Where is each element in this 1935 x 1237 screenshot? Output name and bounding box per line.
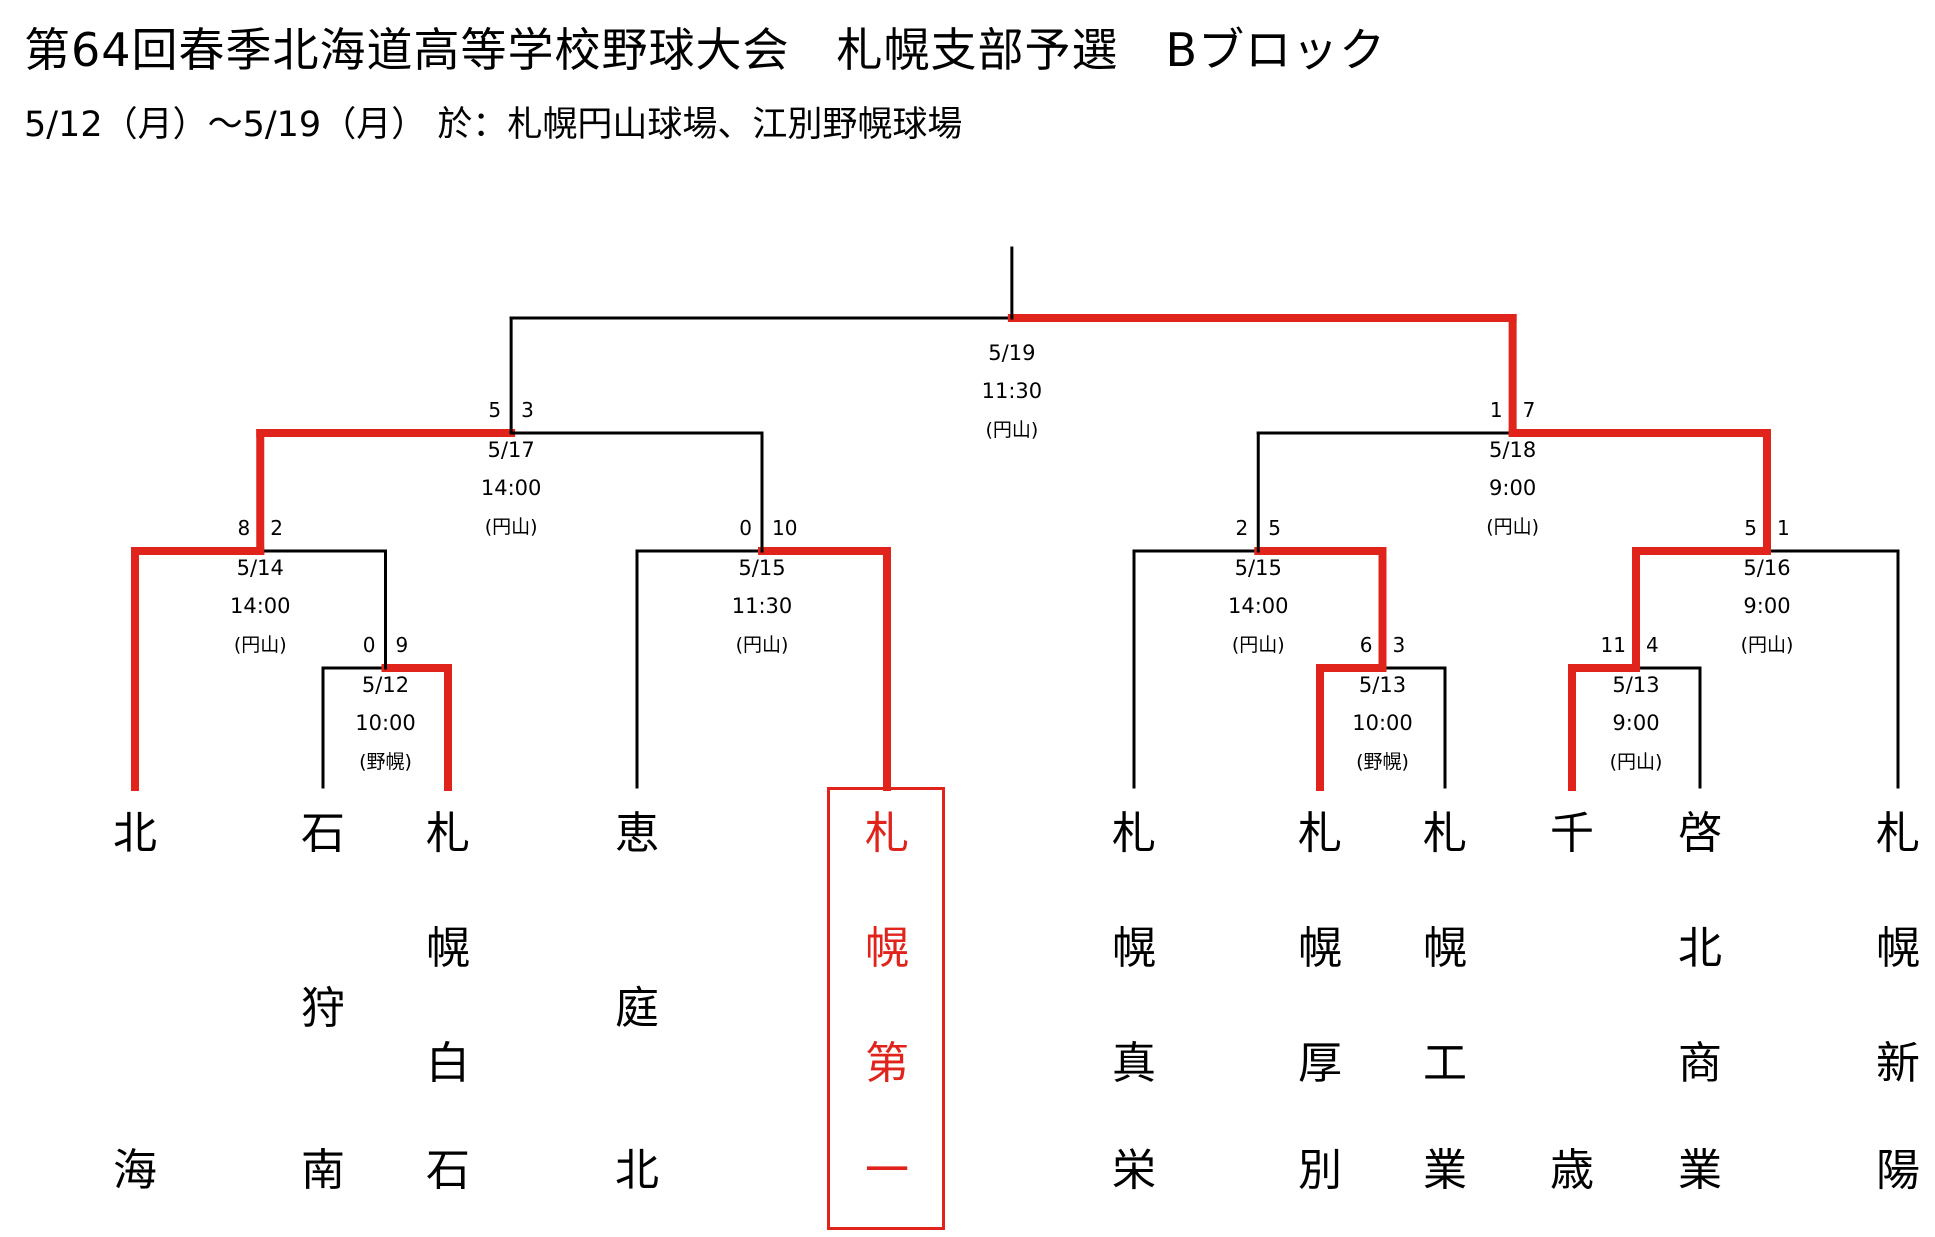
g3-time: 9:00 [1612, 711, 1659, 735]
g9-date: 5/18 [1489, 438, 1536, 462]
team-name-char: 真 [1112, 1038, 1156, 1089]
team-name-char: 庭 [615, 983, 659, 1034]
g3-score-right: 4 [1646, 633, 1659, 657]
g6-date: 5/15 [1235, 556, 1282, 580]
g1-venue: (野幌) [359, 751, 412, 773]
team-name-char: 南 [301, 1145, 345, 1196]
g9-time: 9:00 [1489, 476, 1536, 500]
team-name-char: 新 [1876, 1038, 1920, 1089]
g6-score-right: 5 [1268, 516, 1281, 540]
team-name-char: 石 [301, 808, 345, 859]
team-name-char: 北 [113, 808, 157, 859]
team-name-char: 第 [865, 1038, 909, 1089]
g7-score-right: 1 [1777, 516, 1790, 540]
g8-venue: (円山) [485, 516, 538, 538]
page-title: 第64回春季北海道高等学校野球大会 札幌支部予選 Bブロック [24, 23, 1387, 77]
g8-time: 14:00 [481, 476, 542, 500]
team-name-char: 北 [1678, 923, 1722, 974]
team-name-char: 商 [1678, 1038, 1722, 1089]
team-name-char: 狩 [301, 983, 345, 1034]
team-name-char: 栄 [1112, 1145, 1156, 1196]
g8-date: 5/17 [488, 438, 535, 462]
team-name-char: 一 [865, 1145, 909, 1196]
team-name-char: 海 [113, 1145, 157, 1196]
g2-venue: (野幌) [1356, 751, 1409, 773]
g5-date: 5/15 [738, 556, 785, 580]
g3-venue: (円山) [1610, 751, 1663, 773]
team-name-char: 札 [1298, 808, 1342, 859]
g4-score-right: 2 [270, 516, 283, 540]
team-name-char: 石 [426, 1145, 470, 1196]
g5-venue: (円山) [736, 634, 789, 656]
team-name-char: 札 [865, 808, 909, 859]
team-name-char: 幌 [1112, 923, 1156, 974]
g2-date: 5/13 [1359, 673, 1406, 697]
g6-venue: (円山) [1232, 634, 1285, 656]
g6-time: 14:00 [1228, 594, 1289, 618]
team-name-char: 千 [1550, 808, 1594, 859]
g7-venue: (円山) [1741, 634, 1794, 656]
g4-time: 14:00 [230, 594, 291, 618]
g3-score-left: 11 [1601, 633, 1626, 657]
team-name-char: 札 [426, 808, 470, 859]
g7-date: 5/16 [1743, 556, 1790, 580]
g4-venue: (円山) [234, 634, 287, 656]
g2-score-left: 6 [1360, 633, 1373, 657]
g4-score-left: 8 [238, 516, 251, 540]
g1-time: 10:00 [355, 711, 416, 735]
team-name-char: 幌 [865, 923, 909, 974]
page-subtitle: 5/12（月）〜5/19（月） 於：札幌円山球場、江別野幌球場 [24, 105, 963, 145]
team-name-char: 業 [1678, 1145, 1722, 1196]
team-name-char: 北 [615, 1145, 659, 1196]
g10-date: 5/19 [988, 341, 1035, 365]
team-name-char: 幌 [1876, 923, 1920, 974]
team-name-char: 工 [1423, 1038, 1467, 1089]
team-name-char: 幌 [426, 923, 470, 974]
g3-date: 5/13 [1612, 673, 1659, 697]
g9-score-left: 1 [1490, 398, 1503, 422]
team-name-char: 厚 [1298, 1038, 1342, 1089]
team-name-char: 札 [1423, 808, 1467, 859]
g1-date: 5/12 [362, 673, 409, 697]
g7-time: 9:00 [1743, 594, 1790, 618]
team-name-char: 幌 [1423, 923, 1467, 974]
g8-score-right: 3 [521, 398, 534, 422]
g10-venue: (円山) [985, 419, 1038, 441]
team-name-char: 札 [1876, 808, 1920, 859]
g6-score-left: 2 [1236, 516, 1249, 540]
champion-highlight-box [827, 787, 945, 1230]
g9-venue: (円山) [1486, 516, 1539, 538]
g9-score-right: 7 [1523, 398, 1536, 422]
g5-score-left: 0 [739, 516, 752, 540]
g7-score-left: 5 [1744, 516, 1757, 540]
g2-time: 10:00 [1352, 711, 1413, 735]
g4-date: 5/14 [237, 556, 284, 580]
team-name-char: 陽 [1876, 1145, 1920, 1196]
team-name-char: 別 [1298, 1145, 1342, 1196]
g8-score-left: 5 [488, 398, 501, 422]
g1-score-right: 9 [396, 633, 409, 657]
team-name-char: 業 [1423, 1145, 1467, 1196]
g10-time: 11:30 [982, 379, 1043, 403]
team-name-char: 幌 [1298, 923, 1342, 974]
team-name-char: 啓 [1678, 808, 1722, 859]
team-name-char: 恵 [615, 808, 659, 859]
team-name-char: 歳 [1550, 1145, 1594, 1196]
team-name-char: 札 [1112, 808, 1156, 859]
team-name-char: 白 [426, 1038, 470, 1089]
g5-score-right: 10 [772, 516, 797, 540]
g5-time: 11:30 [732, 594, 793, 618]
g1-score-left: 0 [363, 633, 376, 657]
g2-score-right: 3 [1393, 633, 1406, 657]
